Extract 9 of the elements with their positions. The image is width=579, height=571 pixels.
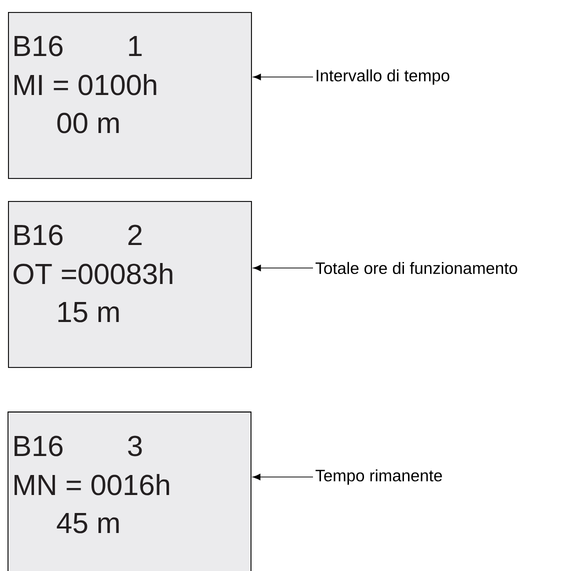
callout-label: Tempo rimanente (316, 469, 442, 485)
display-screen: B16 2 OT =00083h 15 m (8, 201, 252, 368)
callout-label: Intervallo di tempo (316, 69, 450, 85)
arrow (252, 474, 314, 480)
callout-label: Totale ore di funzionamento (316, 262, 518, 274)
arrow (253, 264, 314, 272)
display-screen: B16 3 MN = 0016h 45 m (8, 412, 252, 571)
arrow (253, 74, 314, 80)
display-screen: B16 1 MI = 0100h 00 m (8, 12, 252, 179)
